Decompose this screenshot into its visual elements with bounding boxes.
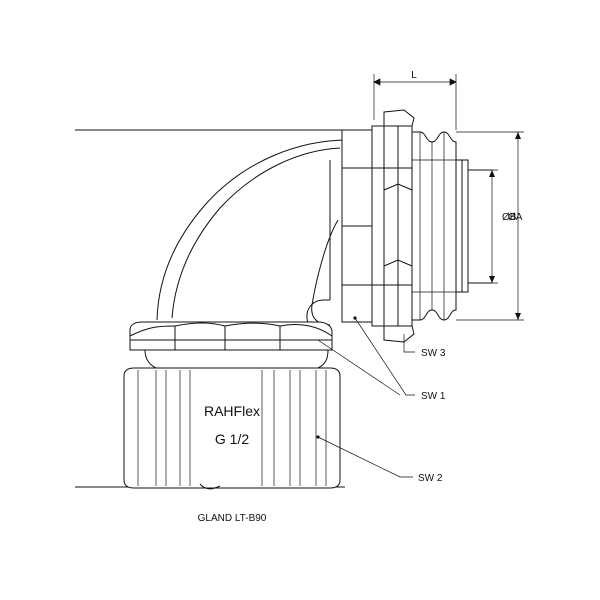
sw1-label: SW 1 bbox=[421, 391, 446, 402]
brand-label: RAHFlex bbox=[204, 403, 260, 419]
dimension-b: ØB bbox=[468, 169, 517, 284]
locking-collar bbox=[371, 125, 413, 327]
hex-nut-sw1-lower bbox=[129, 321, 333, 369]
thread-label: G 1/2 bbox=[215, 431, 249, 447]
leader-lines bbox=[317, 316, 415, 478]
sw2-label: SW 2 bbox=[418, 473, 443, 484]
sw3-tabs bbox=[383, 109, 415, 343]
sw3-label: SW 3 bbox=[421, 348, 446, 359]
dimension-b-label: ØB bbox=[502, 212, 517, 223]
caption: GLAND LT-B90 bbox=[198, 513, 267, 524]
thread-spigot bbox=[455, 159, 492, 293]
dimension-l: L bbox=[373, 70, 457, 130]
dimension-a-label: ØA bbox=[508, 212, 523, 223]
body-sw2: RAHFlex G 1/2 bbox=[123, 367, 341, 490]
elbow-body bbox=[156, 139, 349, 326]
dimension-a: ØA bbox=[456, 131, 524, 321]
dimension-l-label: L bbox=[411, 70, 417, 81]
thread-section bbox=[411, 131, 457, 321]
